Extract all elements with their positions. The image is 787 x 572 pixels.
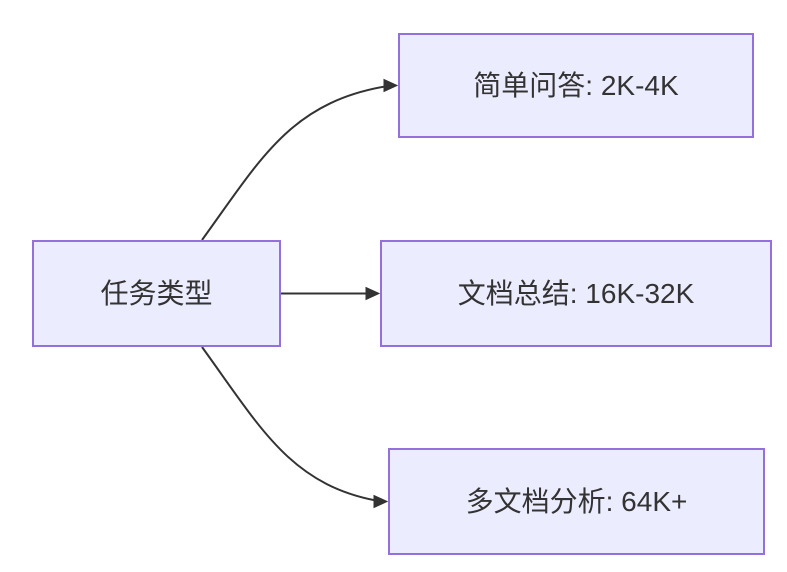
arrowhead-simple-qa-icon	[383, 78, 399, 93]
node-multi-doc-analysis: 多文档分析: 64K+	[388, 448, 765, 555]
node-simple-qa: 简单问答: 2K-4K	[398, 33, 754, 138]
node-doc-summary-label: 文档总结: 16K-32K	[457, 277, 695, 309]
node-task-type-label: 任务类型	[100, 277, 213, 309]
node-task-type: 任务类型	[32, 240, 281, 347]
node-simple-qa-label: 简单问答: 2K-4K	[473, 69, 679, 101]
arrowhead-doc-summary-icon	[365, 286, 381, 301]
node-doc-summary: 文档总结: 16K-32K	[380, 240, 772, 347]
node-multi-doc-analysis-label: 多文档分析: 64K+	[465, 485, 688, 517]
edge-task-to-multi-doc	[201, 346, 377, 502]
edge-task-to-simple-qa	[201, 85, 386, 241]
arrowhead-multi-doc-icon	[373, 494, 389, 509]
